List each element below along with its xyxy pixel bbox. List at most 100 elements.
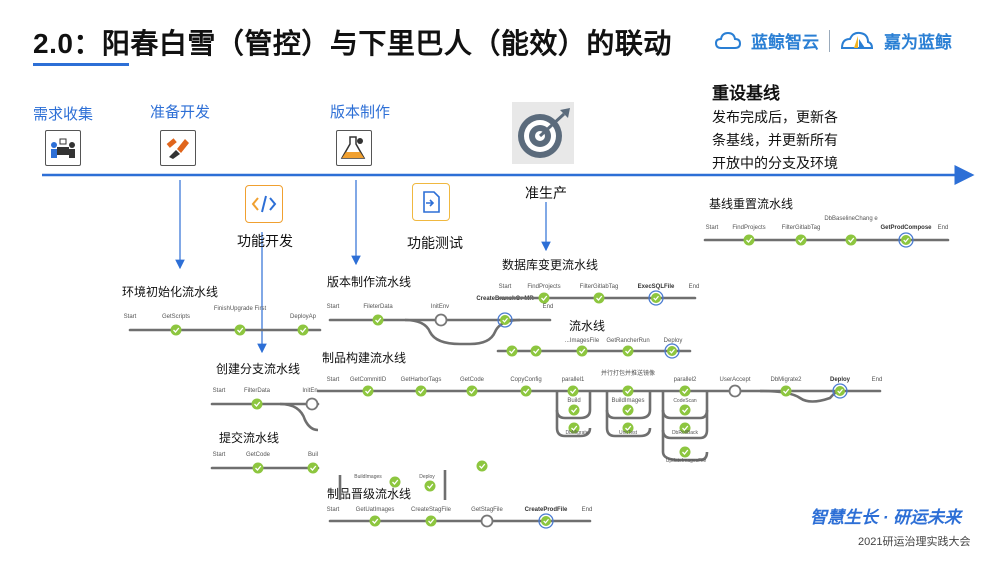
pipeline-title-db-change: 数据库变更流水线 [502, 258, 599, 272]
checkmark-icon [237, 327, 244, 333]
reset-desc-line: 发布完成后，更新各 [712, 109, 838, 125]
current-node-ring [497, 312, 513, 328]
success-node-icon [252, 462, 264, 474]
pipeline-node-label: Start [124, 314, 137, 320]
pipeline-branch-connector [279, 402, 319, 432]
pipeline-node-label: Start [213, 452, 226, 458]
pipeline-node-label: FindProjects [527, 284, 560, 290]
success-node-icon [901, 235, 911, 245]
success-node-icon [251, 398, 263, 410]
success-node-icon [372, 314, 384, 326]
pipeline-branch-connector [759, 389, 841, 403]
pipeline-branch-connector [338, 470, 447, 500]
success-node-icon [389, 476, 401, 488]
checkmark-icon [469, 388, 476, 394]
current-node-ring [664, 343, 680, 359]
reset-baseline-title: 重设基线 [712, 84, 780, 103]
pipeline-title-env-init: 环境初始化流水线 [122, 285, 219, 299]
checkmark-icon [375, 317, 382, 323]
success-node-icon [369, 515, 381, 527]
pipeline-node-label: CodeScan [673, 398, 697, 404]
success-node-icon [425, 515, 437, 527]
checkmark-icon [682, 425, 689, 431]
checkmark-icon [427, 483, 434, 489]
checkmark-icon [372, 518, 379, 524]
pipeline-node-label: CopyConfig [510, 377, 541, 383]
pipeline-node-label: Deploy [830, 377, 851, 383]
checkmark-icon [392, 479, 399, 485]
pipeline-title-partial: 流水线 [569, 319, 606, 333]
footer-event: 2021研运治理实践大会 [858, 536, 971, 548]
checkmark-icon [625, 388, 632, 394]
pipeline-node-label: End [938, 225, 949, 231]
checkmark-icon [541, 295, 548, 301]
pipeline-node-label: CreateProdFile [525, 507, 568, 513]
checkmark-icon [625, 348, 632, 354]
pending-node-icon [434, 313, 448, 327]
pipeline-node-label: FileterData [363, 304, 393, 310]
pending-node-icon [305, 397, 319, 411]
pipeline-node-label: ExecSQLFile [638, 284, 675, 290]
reset-baseline-desc: 发布完成后，更新各 条基线，并更新所有 开放中的分支及环境 [712, 106, 838, 175]
pipeline-node-label: UpdateImagesFile [666, 458, 707, 464]
pipeline-title-create-branch: 创建分支流水线 [216, 362, 301, 376]
current-node-ring [648, 290, 664, 306]
checkmark-icon [682, 449, 689, 455]
pipeline-node-label: parallel2 [674, 377, 697, 383]
success-node-icon [679, 422, 691, 434]
pipeline-node-label: Buil [308, 452, 318, 458]
pipeline-node-label: BuildImages [611, 398, 644, 404]
pipeline-node-label: End [543, 304, 554, 310]
success-node-icon [538, 292, 550, 304]
paint-brush-icon [160, 130, 196, 166]
test-doc-icon [412, 183, 450, 221]
success-node-icon [835, 386, 845, 396]
header-logos: 蓝鲸智云 嘉为蓝鲸 [715, 28, 952, 53]
flask-icon [336, 130, 372, 166]
success-node-icon [520, 385, 532, 397]
code-icon [245, 185, 283, 223]
sailboat-logo-icon [840, 31, 874, 49]
success-node-icon [622, 385, 634, 397]
pipeline-node-label: End [872, 377, 883, 383]
pipeline-branch-connector [661, 430, 709, 462]
pipeline-node-label: Start [327, 507, 340, 513]
success-node-icon [651, 293, 661, 303]
success-node-icon [541, 516, 551, 526]
target-icon [512, 102, 574, 164]
pipeline-node-label: Deploy [419, 474, 435, 480]
current-node-ring [898, 232, 914, 248]
reset-desc-line: 条基线，并更新所有 [712, 132, 838, 148]
pipeline-node-label: GetScripts [162, 314, 190, 320]
pipeline-node-label: GetStagFile [471, 507, 503, 513]
checkmark-icon [428, 518, 435, 524]
success-node-icon [679, 446, 691, 458]
checkmark-icon [418, 388, 425, 394]
success-node-icon [307, 462, 319, 474]
pipeline-node-label: DbRollBack [672, 430, 699, 436]
pre-production-label: 准生产 [525, 185, 567, 201]
success-node-icon [362, 385, 374, 397]
pipeline-branch-connector [605, 410, 652, 438]
checkmark-icon [625, 407, 632, 413]
pipeline-node-label: FinishUpgrade First [214, 306, 267, 312]
pipeline-node-label: InitEn [302, 388, 317, 394]
pipeline-node-label: GetUatImages [356, 507, 395, 513]
success-node-icon [593, 292, 605, 304]
checkmark-icon [653, 295, 659, 301]
pipeline-node-label: GetCode [460, 377, 485, 383]
pipeline-node-label: Deploy [664, 338, 683, 344]
checkmark-icon [579, 348, 586, 354]
pipeline-node-label: FindProjects [732, 225, 765, 231]
success-node-icon [622, 345, 634, 357]
success-node-icon [415, 385, 427, 397]
checkmark-icon [625, 425, 632, 431]
checkmark-icon [571, 407, 578, 413]
checkmark-icon [502, 317, 508, 323]
success-node-icon [795, 234, 807, 246]
pipeline-node-label: UserAccept [719, 377, 750, 383]
success-node-icon [530, 345, 542, 357]
pipeline-node-label: FilterGitlabTag [782, 225, 821, 231]
